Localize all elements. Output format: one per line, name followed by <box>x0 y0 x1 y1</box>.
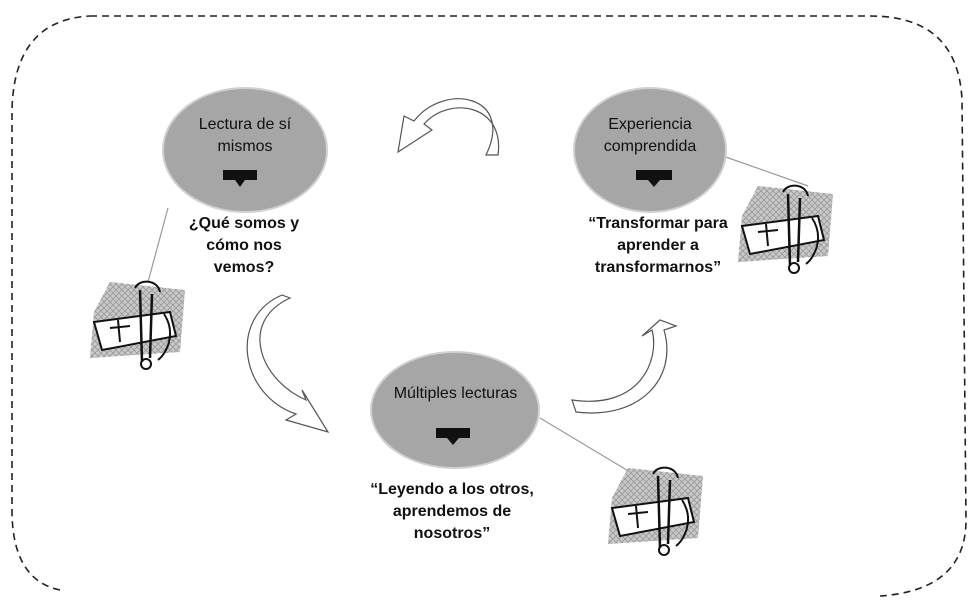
node-ellipse-multiple-readings <box>370 351 540 469</box>
node-label-multiple-readings: Múltiples lecturas <box>393 385 518 402</box>
tools-sketch-icon <box>608 466 703 556</box>
tools-sketch-icon <box>90 280 185 370</box>
node-ellipse-self-reading <box>162 87 328 213</box>
node-caption-understood-experience: “Transformar para aprender a transformar… <box>588 215 728 276</box>
node-caption-self-reading: ¿Qué somos y cómo nos vemos? <box>188 215 300 276</box>
node-label-self-reading: Lectura de sí mismos <box>198 116 292 155</box>
curved-arrow-right <box>571 319 678 414</box>
curved-arrow-left <box>246 294 330 434</box>
down-marker-icon <box>636 170 672 187</box>
node-label-understood-experience: Experiencia comprendida <box>603 116 697 155</box>
curved-arrow-top <box>397 98 500 156</box>
node-caption-multiple-readings: “Leyendo a los otros, aprendemos de noso… <box>370 481 534 542</box>
tools-sketch-icon <box>738 184 833 274</box>
connector-line <box>539 417 641 479</box>
down-marker-icon <box>436 428 470 445</box>
node-ellipse-understood-experience <box>573 87 727 213</box>
down-marker-icon <box>223 170 257 187</box>
dashed-frame <box>11 15 967 597</box>
connector-line <box>147 207 169 283</box>
connector-line <box>719 154 809 187</box>
